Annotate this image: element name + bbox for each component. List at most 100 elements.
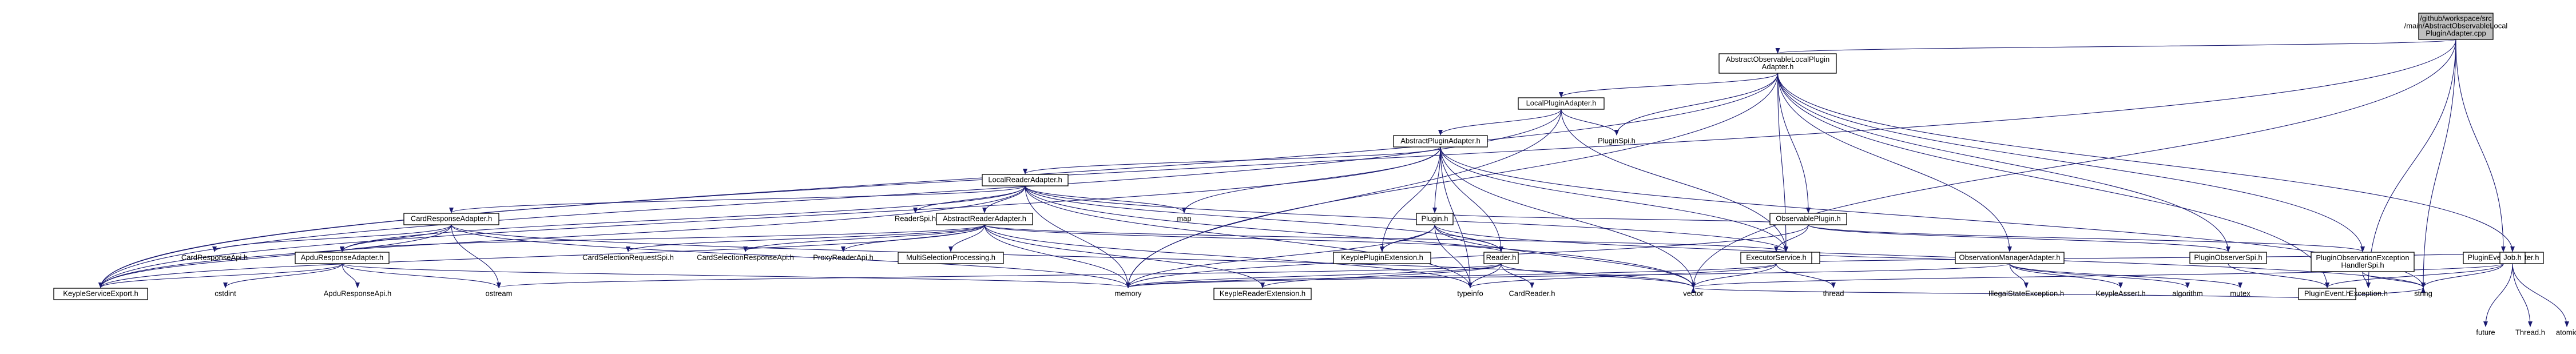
include-edge-oma_h-to-memory (1126, 263, 2010, 288)
node-box (1718, 53, 1837, 74)
node-label: PluginObservationException (2316, 253, 2409, 262)
include-edge-pea_h-to-string (2421, 263, 2504, 288)
include-edge-lra_h-to-typeinfo (1025, 185, 1472, 288)
graph-node-exception-h: Exception.h (2349, 289, 2388, 298)
node-label: future (2476, 328, 2495, 337)
graph-node-kre-h[interactable]: KeypleReaderExtension.h (1213, 288, 1312, 300)
graph-node-mp-h[interactable]: MultiSelectionProcessing.h (898, 252, 1004, 264)
node-label: ApduResponseAdapter.h (301, 253, 384, 262)
graph-node-prapi-h: ProxyReaderApi.h (813, 253, 874, 262)
graph-node-root[interactable]: /github/workspace/src/main/AbstractObser… (2404, 13, 2508, 40)
graph-node-pos-h[interactable]: PluginObserverSpi.h (2189, 252, 2267, 264)
include-edge-apdu_h-to-apdurespapi_h (342, 263, 360, 288)
node-label: /main/AbstractObservableLocal (2404, 22, 2508, 30)
graph-node-apa-h[interactable]: AbstractPluginAdapter.h (1393, 135, 1488, 148)
node-box (1213, 288, 1312, 300)
graph-node-memory: memory (1115, 289, 1142, 298)
include-edge-apa_h-to-kse_h (98, 146, 1441, 288)
graph-node-cra-h[interactable]: CardResponseAdapter.h (403, 213, 499, 225)
graph-node-kpe-h[interactable]: KeyplePluginExtension.h (1333, 252, 1431, 264)
node-label: CardReader.h (1509, 289, 1555, 298)
include-edge-oma_h-to-kassert_h (2009, 263, 2123, 288)
node-label: PluginAdapter.cpp (2426, 29, 2486, 38)
include-edge-lpa_h-to-lf_h (1561, 109, 1788, 252)
include-edge-lpa_h-to-apa_h (1438, 109, 1562, 136)
include-edge-job_h-to-future (2483, 263, 2513, 327)
node-label: Adapter.h (1762, 62, 1794, 71)
include-edge-aolpa_h-to-pe_h (1777, 73, 2329, 288)
node-label: Reader.h (1486, 253, 1517, 262)
graph-node-kse-h[interactable]: KeypleServiceExport.h (53, 288, 148, 300)
include-edge-aolpa_h-to-op_h (1777, 73, 1811, 213)
graph-node-atomic: atomic (2556, 328, 2576, 337)
include-edge-lra_h-to-map (1025, 185, 1186, 213)
include-edge-es_h-to-memory (1126, 263, 1777, 288)
node-label: AbstractPluginAdapter.h (1400, 137, 1480, 145)
node-box (2311, 252, 2415, 272)
include-edge-es_h-to-thread (1776, 263, 1836, 288)
include-edge-aolpa_h-to-lpa_h (1559, 73, 1779, 98)
graph-node-algorithm: algorithm (2172, 289, 2202, 298)
node-label: ostream (486, 289, 513, 298)
graph-node-string: string (2414, 289, 2432, 298)
node-label: PluginEvent.h (2304, 289, 2350, 298)
graph-node-op-h[interactable]: ObservablePlugin.h (1769, 213, 1847, 225)
node-label: map (1177, 214, 1191, 223)
include-edge-apdu_h-to-kse_h (98, 263, 343, 288)
node-box (295, 252, 390, 264)
node-label: CardResponseAdapter.h (411, 214, 492, 223)
graph-node-kassert-h: KeypleAssert.h (2095, 289, 2145, 298)
include-edge-cra_h-to-apdu_h (340, 224, 452, 252)
node-label: AbstractObservableLocalPlugin (1726, 55, 1829, 63)
graph-node-es-h[interactable]: ExecutorService.h (1740, 252, 1812, 264)
node-label: vector (1683, 289, 1704, 298)
nodes-layer: /github/workspace/src/main/AbstractObser… (53, 13, 2576, 337)
include-edge-poeh_h-to-string (2362, 271, 2426, 288)
graph-node-thread: thread (1823, 289, 1844, 298)
graph-node-csrs-h: CardSelectionRequestSpi.h (582, 253, 674, 262)
node-label: ObservationManagerAdapter.h (1959, 253, 2060, 262)
node-label: CardSelectionResponseApi.h (697, 253, 794, 262)
graph-node-cardrespapi-h: CardResponseApi.h (181, 253, 248, 262)
node-box (1416, 213, 1454, 225)
include-edge-apdu_h-to-cstdint (223, 263, 343, 288)
include-edge-apdu_h-to-memory (342, 263, 1130, 288)
include-edge-reader_h-to-ostream (497, 263, 1502, 288)
node-label: KeypleServiceExport.h (63, 289, 138, 298)
graph-node-lpa-h[interactable]: LocalPluginAdapter.h (1518, 97, 1605, 110)
node-label: CardResponseApi.h (181, 253, 248, 262)
include-edge-ara_h-to-memory (984, 224, 1130, 288)
graph-node-oma-h[interactable]: ObservationManagerAdapter.h (1955, 252, 2065, 264)
graph-node-reader-h[interactable]: Reader.h (1483, 252, 1519, 264)
node-label: Thread.h (2515, 328, 2545, 337)
node-label: ReaderSpi.h (895, 214, 936, 223)
graph-node-csresps-h: CardSelectionResponseApi.h (697, 253, 794, 262)
include-edge-ara_h-to-reader_h (984, 224, 1503, 252)
graph-node-plugin-h[interactable]: Plugin.h (1416, 213, 1454, 225)
graph-node-lra-h[interactable]: LocalReaderAdapter.h (982, 174, 1069, 186)
include-edge-aolpa_h-to-kse_h (98, 73, 1779, 288)
include-edge-pe_h-to-vector (1691, 287, 2328, 300)
node-label: algorithm (2172, 289, 2202, 298)
include-edge-op_h-to-memory (1126, 224, 1809, 288)
graph-node-apdu-h[interactable]: ApduResponseAdapter.h (295, 252, 390, 264)
node-box (403, 213, 499, 225)
include-edge-apa_h-to-plugin_h (1432, 146, 1441, 213)
include-edge-reader_h-to-cardreader_h (1501, 263, 1534, 288)
graph-node-job-h[interactable]: Job.h (2499, 252, 2526, 264)
graph-node-pluginspi-h: PluginSpi.h (1598, 137, 1636, 145)
graph-node-ara-h[interactable]: AbstractReaderAdapter.h (936, 213, 1033, 225)
graph-node-typeinfo: typeinfo (1457, 289, 1483, 298)
node-label: string (2414, 289, 2432, 298)
node-label: PluginObserverSpi.h (2194, 253, 2262, 262)
node-box (2189, 252, 2267, 264)
graph-node-pe-h[interactable]: PluginEvent.h (2298, 288, 2356, 300)
include-edge-ara_h-to-apdu_h (340, 224, 985, 252)
node-box (53, 288, 148, 300)
include-edge-aolpa_h-to-pos_h (1777, 73, 2230, 252)
include-edge-plugin_h-to-string (1434, 224, 2426, 288)
include-edge-apa_h-to-reader_h (1440, 146, 1503, 252)
graph-node-cardreader-h: CardReader.h (1509, 289, 1555, 298)
